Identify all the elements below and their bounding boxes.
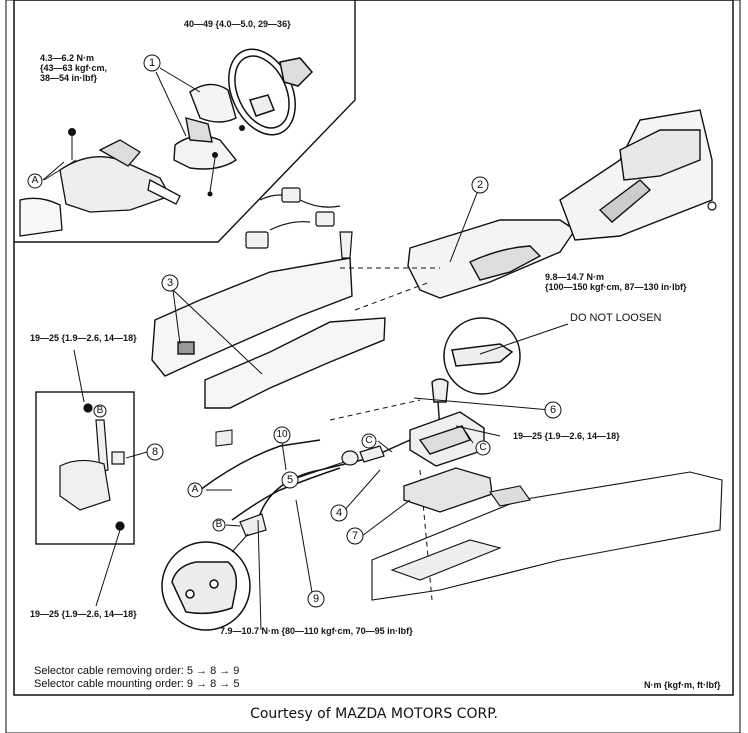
center-console	[407, 109, 713, 299]
torque-switch-line2: {43—63 kgf·cm,	[40, 63, 108, 73]
torque-left-lower: 19—25 {1.9—2.6, 14—18}	[30, 609, 137, 619]
torque-console-line1: 9.8—14.7 N·m	[545, 272, 605, 282]
callout-2: 2	[476, 179, 484, 191]
do-not-loosen-label: DO NOT LOOSEN	[570, 312, 662, 324]
torque-steering-wheel: 40—49 {4.0—5.0, 29—36}	[184, 19, 291, 29]
callout-C-cable: C	[365, 435, 373, 446]
torque-switch-line1: 4.3—6.2 N·m	[40, 53, 95, 63]
steering-inset	[14, 0, 356, 243]
lower-panels	[151, 257, 386, 409]
mounting-order: Selector cable mounting order: 9 → 8 → 5	[34, 678, 240, 690]
callout-6: 6	[549, 404, 557, 416]
steering-wheel	[228, 48, 314, 136]
column-switch	[19, 139, 181, 237]
callout-A-upper: A	[31, 175, 39, 186]
left-inset	[35, 391, 135, 545]
callout-9: 9	[312, 593, 320, 605]
callout-A-lower: A	[191, 484, 199, 495]
wire-harness	[245, 187, 353, 259]
callout-5: 5	[286, 474, 294, 486]
leader-lines	[42, 161, 551, 631]
units-note: N·m {kgf·m, ft·lbf}	[644, 680, 721, 690]
callout-B-inset: B	[96, 405, 104, 416]
torque-switch-line3: 38—54 in·lbf}	[40, 73, 98, 83]
callout-B-bracket: B	[215, 519, 223, 530]
callout-4: 4	[335, 507, 343, 519]
callout-C-lever: C	[479, 442, 487, 453]
bracket-detail-circle	[161, 541, 251, 631]
callout-1: 1	[148, 57, 156, 69]
callout-7: 7	[351, 530, 359, 542]
torque-console-line2: {100—150 kgf·cm, 87—130 in·lbf}	[545, 282, 687, 292]
floor-panel	[371, 471, 723, 601]
bolt-detail-circle	[443, 317, 521, 395]
diagram-border	[13, 0, 734, 696]
cable-fittings	[239, 445, 385, 537]
shift-lever	[409, 378, 485, 467]
callout-3: 3	[166, 277, 174, 289]
torque-shift-lever: 19—25 {1.9—2.6, 14—18}	[513, 431, 620, 441]
callout-8: 8	[151, 446, 159, 458]
torque-bracket: 7.9—10.7 N·m {80—110 kgf·cm, 70—95 in·lb…	[220, 626, 413, 636]
removing-order: Selector cable removing order: 5 → 8 → 9	[34, 665, 240, 677]
inset-mechanism	[59, 403, 125, 531]
torque-left-upper: 19—25 {1.9—2.6, 14—18}	[30, 333, 137, 343]
column-covers	[173, 83, 238, 170]
credit-line: Courtesy of MAZDA MOTORS CORP.	[250, 706, 498, 722]
callout-10: 10	[276, 429, 288, 440]
outer-frame	[5, 0, 741, 733]
